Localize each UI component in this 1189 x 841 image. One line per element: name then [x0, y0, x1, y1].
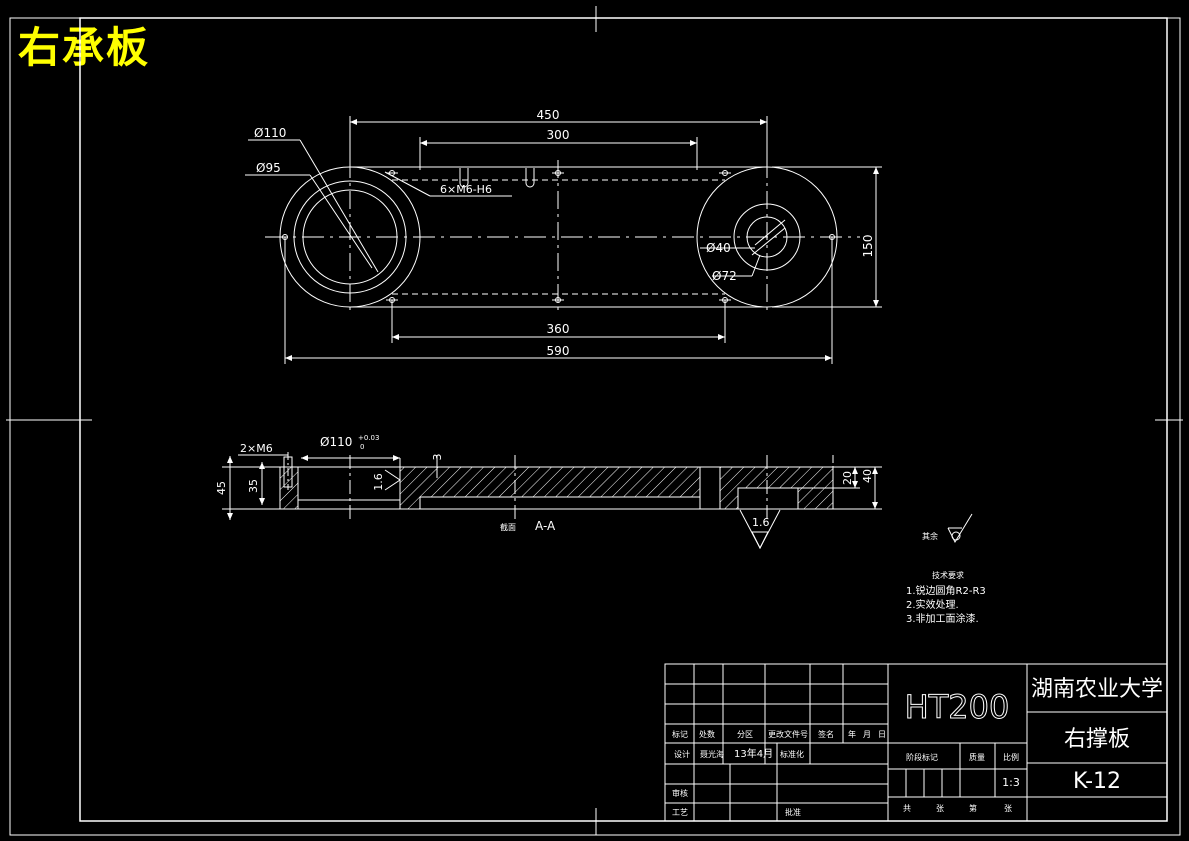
hdr-month: 月 — [863, 730, 871, 739]
title-block-text: HT200 湖南农业大学 右撑板 K-12 标记 处数 分区 更改文件号 签名 … — [672, 677, 1163, 817]
dia-110: Ø110 — [254, 126, 286, 140]
design-date: 13年4月 — [734, 747, 773, 760]
dim-590: 590 — [547, 344, 570, 358]
sheet-no-label: 第 — [969, 803, 977, 813]
dim-45: 45 — [215, 481, 228, 495]
hdr-sign: 签名 — [818, 729, 834, 739]
part-name: 右撑板 — [1064, 727, 1130, 752]
dim-360: 360 — [547, 322, 570, 336]
roughness-1-6-left: 1.6 — [372, 473, 385, 491]
hdr-zone: 分区 — [737, 730, 753, 739]
hdr-mark: 标记 — [672, 729, 688, 739]
thread-label: 2×M6 — [240, 442, 273, 455]
section-label: A-A — [535, 519, 556, 533]
drawing-number: K-12 — [1073, 769, 1121, 794]
approve-label: 批准 — [785, 807, 801, 817]
sheets-unit-label: 张 — [936, 804, 944, 813]
bore-tol-lower: 0 — [360, 443, 364, 451]
designer-name: 聂光海 — [700, 749, 724, 759]
bore-label: Ø110 — [320, 435, 352, 449]
holes-note: 6×M6-H6 — [440, 183, 492, 196]
hdr-change-doc: 更改文件号 — [768, 729, 808, 739]
hdr-day: 日 — [878, 730, 886, 739]
roughness-1-6-bottom: 1.6 — [752, 516, 770, 529]
top-view-labels: 450 300 360 590 150 Ø110 Ø95 Ø40 Ø72 6×M… — [254, 108, 875, 358]
dim-40: 40 — [861, 469, 874, 483]
title-block — [664, 663, 1168, 822]
stage-label: 阶段标记 — [906, 752, 938, 762]
process-label: 工艺 — [672, 808, 688, 817]
school-name: 湖南农业大学 — [1031, 677, 1163, 702]
design-label: 设计 — [674, 749, 690, 759]
dim-450: 450 — [537, 108, 560, 122]
weight-label: 质量 — [969, 752, 985, 762]
scale-value: 1:3 — [1002, 776, 1020, 789]
note-2: 2.实效处理. — [906, 598, 959, 611]
technical-notes: 其余 技术要求 1.锐边圆角R2-R3 2.实效处理. 3.非加工面涂漆. — [906, 513, 986, 625]
dim-20: 20 — [841, 471, 854, 485]
sheets-total-label: 共 — [903, 804, 911, 813]
sheet-border — [6, 6, 1183, 836]
standard-label: 标准化 — [780, 749, 804, 759]
top-view — [245, 116, 882, 364]
dia-40: Ø40 — [706, 241, 731, 255]
dim-150: 150 — [861, 235, 875, 258]
dim-3: 3 — [431, 454, 444, 461]
roughness-symbol — [947, 513, 973, 544]
review-label: 审核 — [672, 788, 688, 798]
dim-35: 35 — [247, 479, 260, 493]
sheet-unit-label: 张 — [1004, 804, 1012, 813]
material: HT200 — [905, 688, 1010, 726]
hdr-count: 处数 — [699, 729, 715, 739]
hdr-year: 年 — [848, 729, 856, 739]
bore-tol-upper: +0.03 — [358, 434, 379, 442]
note-1: 1.锐边圆角R2-R3 — [906, 584, 986, 597]
other-surface-label: 其余 — [922, 531, 938, 541]
section-prefix: 截面 — [500, 522, 516, 532]
dim-300: 300 — [547, 128, 570, 142]
section-view — [222, 452, 882, 550]
section-view-labels: 2×M6 Ø110 +0.03 0 45 35 3 1.6 1.6 20 40 … — [215, 434, 874, 533]
scale-label: 比例 — [1003, 752, 1019, 762]
note-3: 3.非加工面涂漆. — [906, 612, 979, 625]
drawing-title: 右承板 — [18, 23, 151, 72]
dia-95: Ø95 — [256, 161, 281, 175]
notes-title: 技术要求 — [932, 570, 964, 580]
dia-72: Ø72 — [712, 269, 737, 283]
section-hatch — [279, 466, 299, 510]
